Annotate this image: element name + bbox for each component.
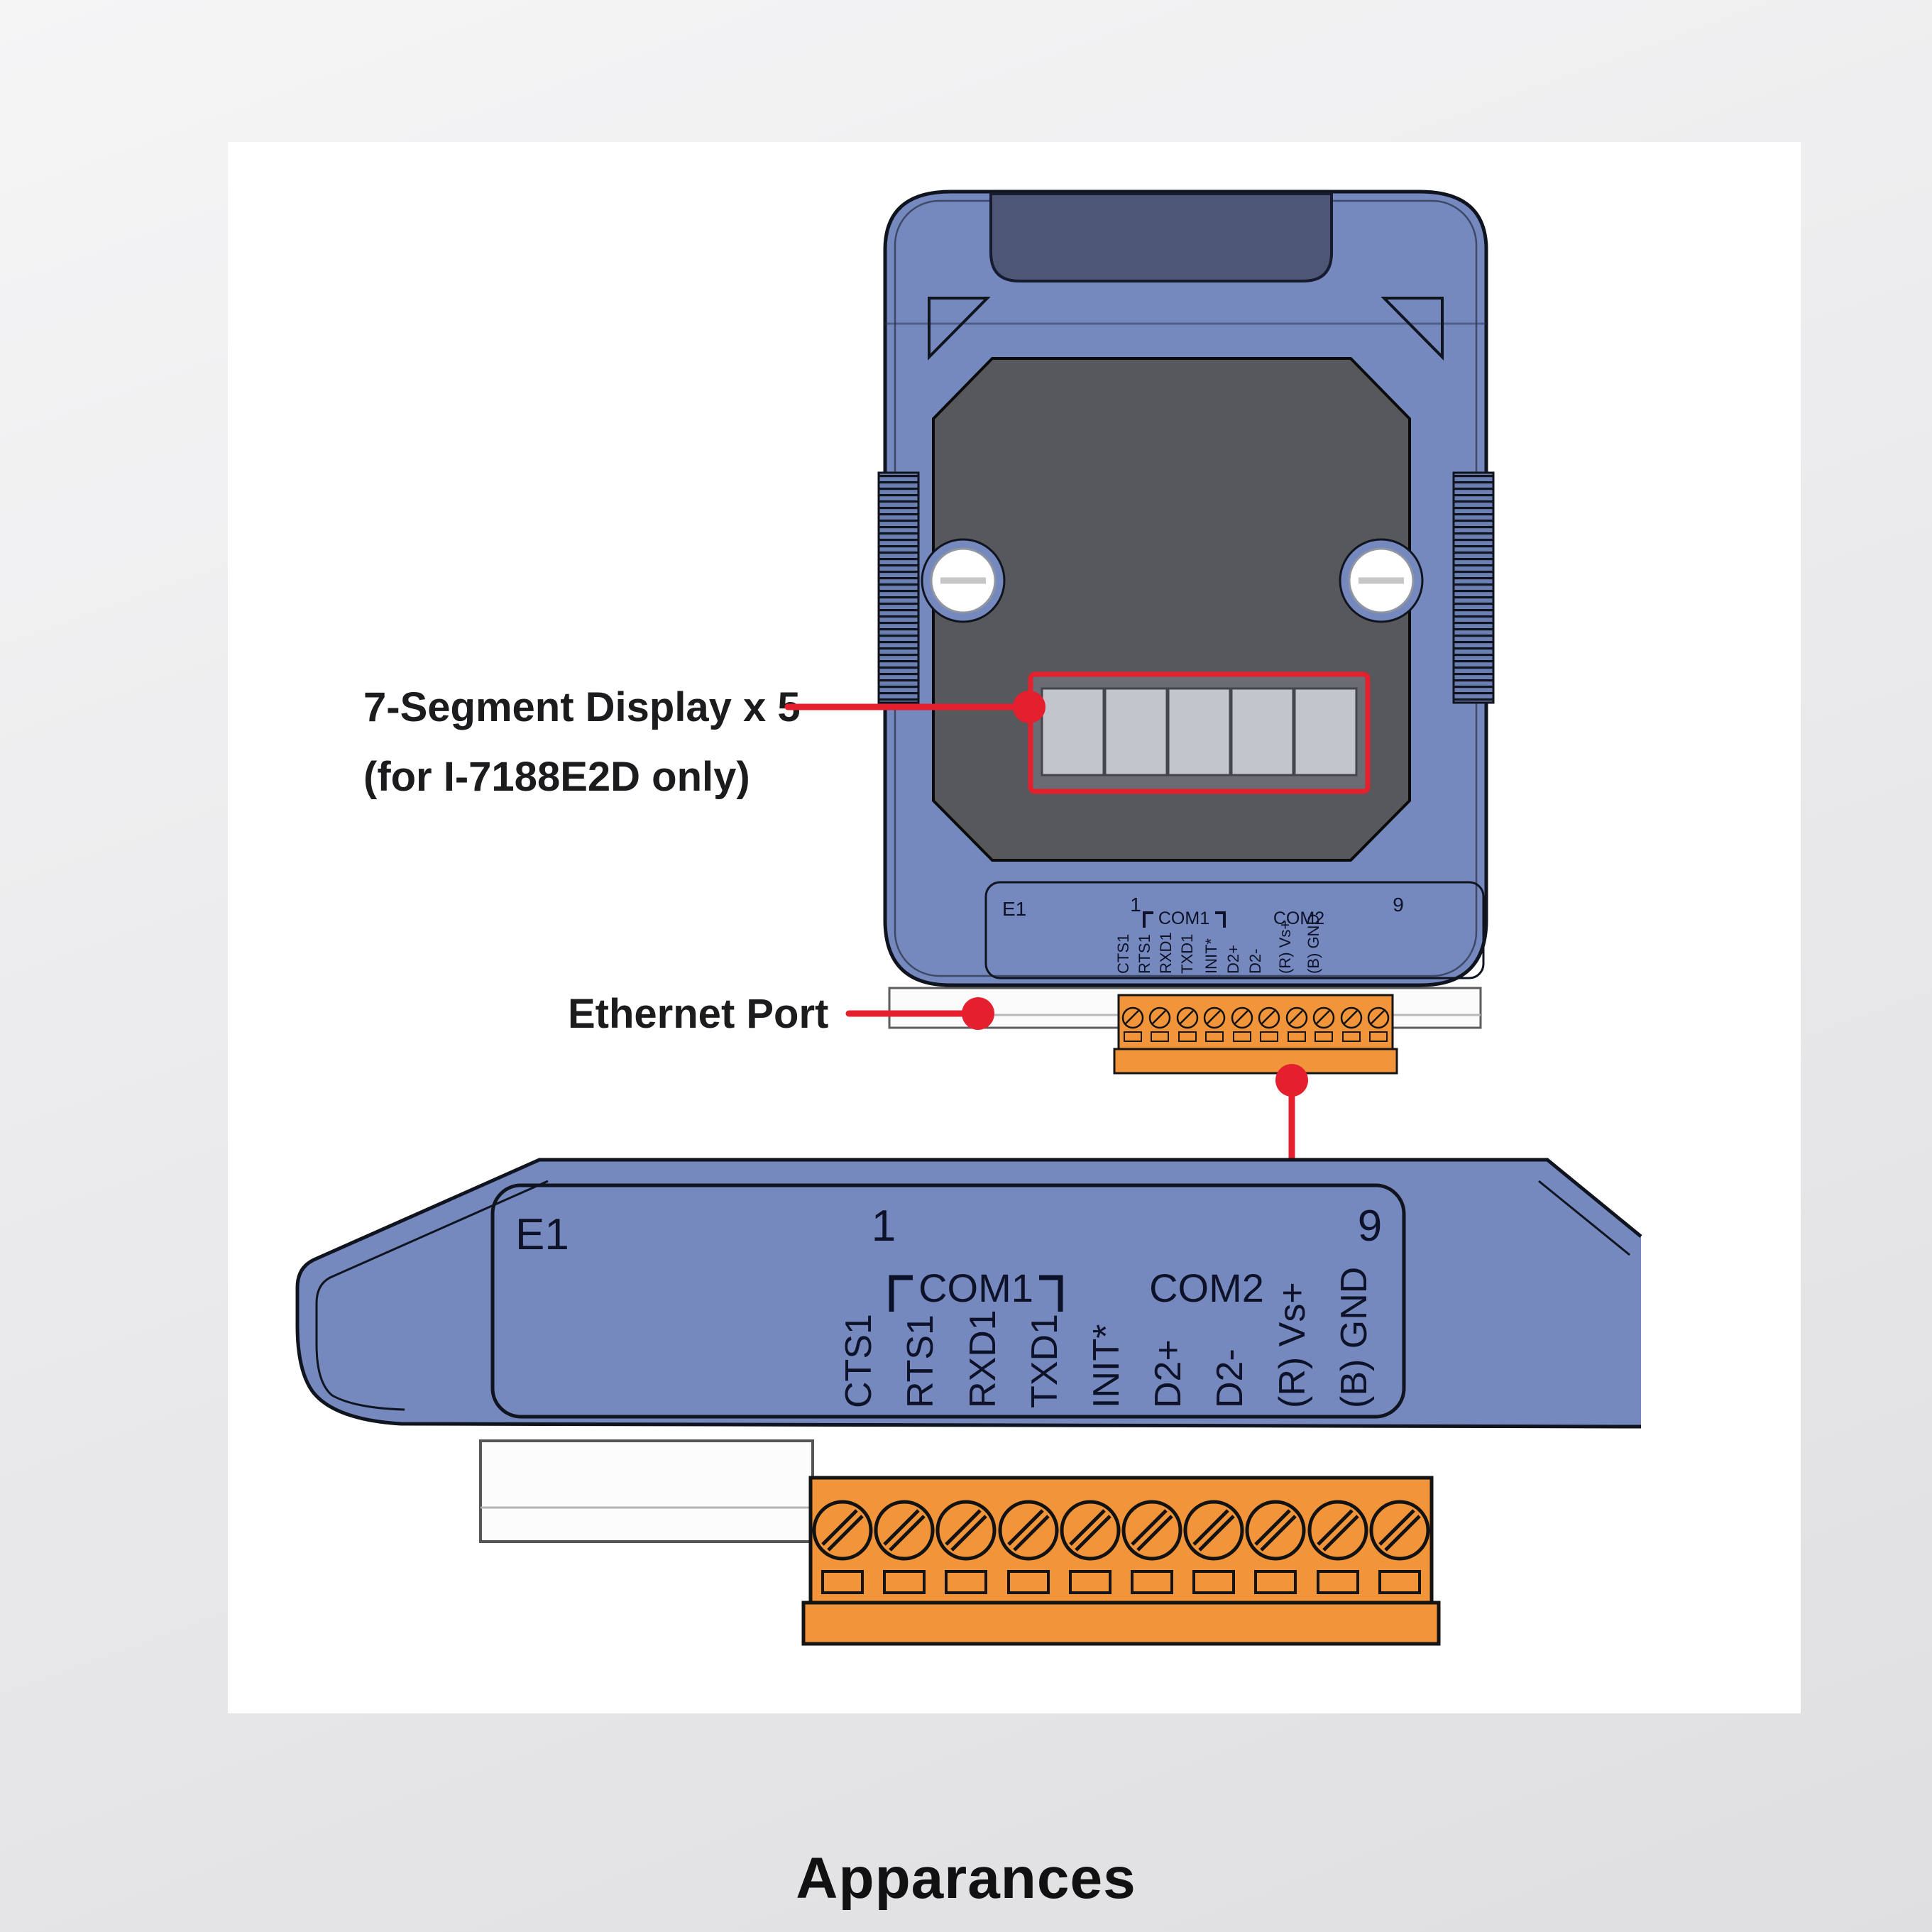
corner-triangle-right-icon (1381, 297, 1444, 361)
terminal-screw-icon (1285, 1006, 1308, 1029)
terminal-screw-icon (1203, 1006, 1226, 1029)
pin-number-first-mini: 1 (1130, 894, 1141, 916)
terminal-block-zoom-lip (801, 1601, 1441, 1646)
terminal-screw-icon (1371, 1502, 1428, 1559)
label-strip-outline (984, 881, 1485, 979)
terminal-screw-icon (1340, 1006, 1363, 1029)
com2-label-mini: COM2 (1273, 909, 1324, 928)
zoom-connector-dot (1275, 1064, 1308, 1097)
pin-label: INIT* (1086, 1324, 1127, 1408)
terminal-screw-icon (1062, 1502, 1119, 1559)
com1-bracket-left (889, 1275, 913, 1312)
terminal-screw-icon (1310, 1502, 1366, 1559)
terminal-screw-icon (1148, 1006, 1171, 1029)
pin-number-last: 9 (1358, 1202, 1382, 1251)
module-top-view: E1 1 9 COM1 COM2 CTS1 RTS1 RXD1 TXD1 INI… (877, 190, 1495, 1075)
terminal-screw-icon (1231, 1006, 1253, 1029)
pin-label: (B) GND (1334, 1267, 1375, 1408)
com1-label-mini: COM1 (1158, 909, 1209, 928)
terminal-block-zoom (801, 1476, 1441, 1646)
zoom-body-contour-right (1538, 1180, 1630, 1256)
pin-label-mini: RTS1 (1136, 934, 1153, 974)
vent-ribs-right (1452, 471, 1495, 704)
terminal-screw-icon (1185, 1502, 1242, 1559)
terminal-slots-small (1124, 1031, 1388, 1042)
com2-label: COM2 (1149, 1266, 1264, 1310)
seven-segment-callout-dot (1013, 691, 1045, 723)
pin-label-mini: D2+ (1224, 945, 1242, 974)
figure-caption: Apparances (796, 1846, 1136, 1911)
callouts: 7-Segment Display x 5 (for I-7188E2D onl… (363, 684, 1308, 1165)
terminal-screw-icon (1176, 1006, 1199, 1029)
pin-label: D2- (1209, 1349, 1251, 1408)
ethernet-callout-dot (962, 997, 994, 1030)
terminal-block-small (1113, 994, 1398, 1075)
terminal-screw-icon (814, 1502, 871, 1559)
port-label-mini: E1 (1002, 898, 1026, 920)
zoom-body-fill (297, 1160, 1641, 1427)
pin-number-last-mini: 9 (1393, 894, 1404, 916)
ethernet-port-strip-zoom (479, 1439, 814, 1543)
display-digit (1293, 687, 1358, 776)
com1-bracket-right-mini (1215, 911, 1226, 928)
pin-label-mini: CTS1 (1114, 934, 1132, 974)
terminal-screw-icon (938, 1502, 994, 1559)
pin-label-mini: RXD1 (1157, 932, 1175, 974)
pin-label-mini: (B) GND (1305, 914, 1322, 974)
pin-label-mini: TXD1 (1178, 934, 1196, 974)
pin-label-mini: D2- (1246, 949, 1264, 974)
com1-bracket-left-mini (1143, 911, 1153, 928)
display-digit (1230, 687, 1295, 776)
pin-label-mini: (R) Vs+ (1276, 921, 1294, 974)
pin-label: CTS1 (838, 1314, 879, 1408)
com1-label: COM1 (918, 1266, 1033, 1310)
port-label: E1 (515, 1210, 569, 1259)
terminal-screw-icon (1121, 1006, 1144, 1029)
terminal-screw-icon (1247, 1502, 1304, 1559)
pin-label: TXD1 (1024, 1314, 1065, 1408)
display-digit (1167, 687, 1231, 776)
terminal-screw-icon (1124, 1502, 1180, 1559)
corner-triangle-left-icon (928, 297, 991, 361)
ethernet-port-zoom (479, 1439, 814, 1543)
vent-ribs-left (877, 471, 920, 704)
module-bottom-zoom: E1 1 9 COM1 COM2 CTS1 RTS1 RXD1 TXD1 INI… (295, 1158, 1642, 1646)
terminal-screw-icon (1000, 1502, 1057, 1559)
zoom-label-panel (490, 1183, 1406, 1419)
zoom-body-contour-left (315, 1180, 549, 1411)
terminal-screw-icon (1367, 1006, 1390, 1029)
pin-label: (R) Vs+ (1272, 1282, 1313, 1408)
module-top-recess (989, 192, 1333, 282)
seven-segment-callout-line1: 7-Segment Display x 5 (363, 684, 801, 730)
display-digit (1041, 687, 1105, 776)
seven-segment-callout-line2: (for I-7188E2D only) (363, 754, 750, 800)
module-label-strip: E1 1 9 COM1 COM2 CTS1 RTS1 RXD1 TXD1 INI… (984, 881, 1485, 979)
terminal-block-small-lip (1113, 1048, 1398, 1075)
com1-bracket-right (1039, 1275, 1063, 1312)
pin-label: D2+ (1148, 1339, 1189, 1408)
pin-label: RXD1 (962, 1310, 1004, 1408)
zoom-body-outline (295, 1158, 1642, 1429)
display-digit (1104, 687, 1168, 776)
terminal-slots-zoom (821, 1570, 1421, 1594)
seven-segment-display (1028, 671, 1371, 794)
terminal-screw-icon (876, 1502, 933, 1559)
pin-number-first: 1 (872, 1202, 896, 1251)
terminal-screw-icon (1312, 1006, 1335, 1029)
terminal-screw-icon (1258, 1006, 1280, 1029)
pin-label: RTS1 (900, 1314, 941, 1408)
ethernet-callout-label: Ethernet Port (568, 991, 828, 1037)
pin-label-mini: INIT* (1202, 938, 1220, 974)
